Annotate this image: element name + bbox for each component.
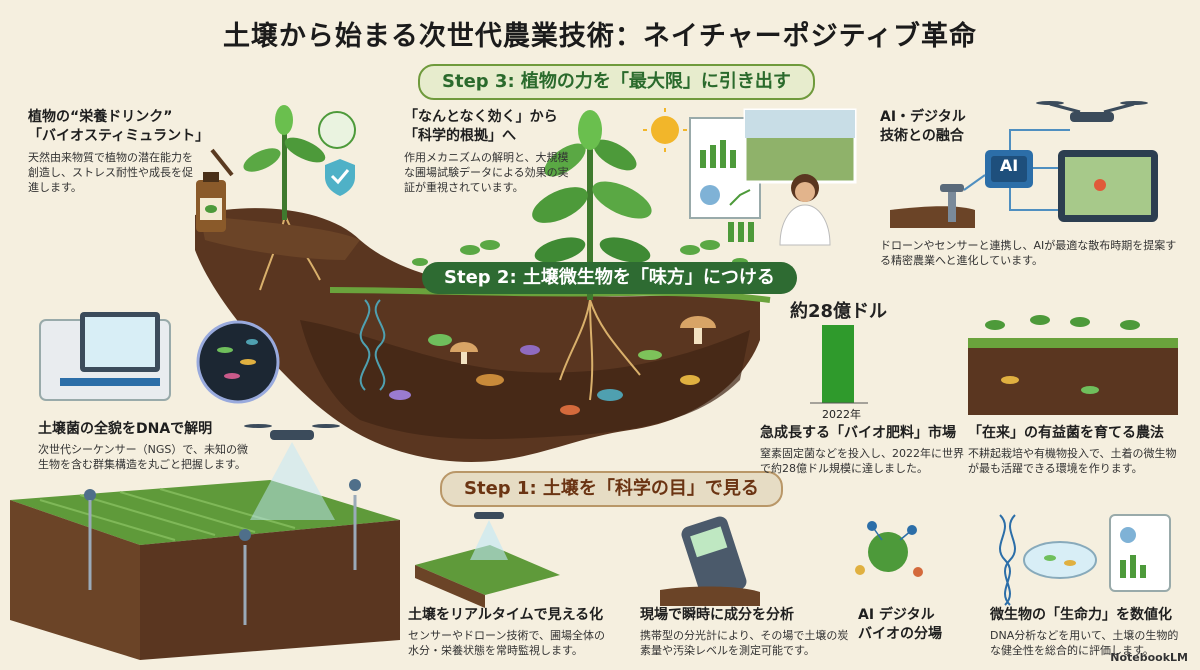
report-screen-icon (1109, 514, 1171, 592)
native-section: 「在来」の有益菌を育てる農法 不耕起栽培や有機物投入で、土着の微生物が最も活躍で… (968, 424, 1178, 476)
realtime-body: センサーやドローン技術で、圃場全体の水分・栄養状態を常時監視します。 (408, 629, 606, 657)
dna-body: 次世代シーケンサー（NGS）で、未知の微生物を含む群集構造を丸ごと把握します。 (38, 443, 248, 471)
market-bar (822, 325, 854, 403)
biostimulant-body: 天然由来物質で植物の潜在能力を創造し、ストレス耐性や成長を促進します。 (28, 151, 193, 194)
dna-strand-icon (359, 299, 386, 391)
test-tubes-icon (728, 222, 754, 242)
biostimulant-plant-icon (200, 105, 360, 260)
science-section: 「なんとなく効く」から 「科学的根拠」へ 作用メカニズムの解明と、大規模な圃場試… (404, 108, 574, 195)
science-heading-1: 「なんとなく効く」から (404, 109, 558, 125)
ai-digital-body: ドローンやセンサーと連携し、AIが最適な散布時期を提案する精密農業へと進化してい… (880, 239, 1177, 267)
vitality-body: DNA分析などを用いて、土壌の生物的な健全性を総合的に評価します。 (990, 629, 1179, 657)
notebooklm-logo: NotebookLM (1110, 651, 1188, 664)
analyzer-body: 携帯型の分光計により、その場で土壌の炭素量や汚染レベルを測定可能です。 (640, 629, 849, 657)
analyzer-heading: 現場で瞬時に成分を分析 (640, 607, 794, 623)
dna-helix-icon (999, 514, 1016, 606)
ai-digital-section: AI・デジタル 技術との融合 (880, 108, 990, 146)
field-photo-icon (743, 108, 857, 184)
handheld-analyzer-icon (660, 516, 760, 606)
sun-icon (643, 108, 687, 152)
survey-drone-icon (244, 424, 340, 520)
biostimulant-heading-2: 「バイオスティミュラント」 (28, 128, 210, 144)
market-year-label: 2022年 (822, 408, 861, 421)
step3-banner: Step 3: 植物の力を「最大限」に引き出す (418, 64, 815, 100)
ai-digital-heading-1: AI・デジタル (880, 109, 966, 125)
realtime-heading: 土壌をリアルタイムで見える化 (408, 607, 604, 623)
biostimulant-heading-1: 植物の“栄養ドリンク” (28, 109, 173, 125)
sensor-probe-icon (890, 184, 975, 228)
native-body: 不耕起栽培や有機物投入で、土着の微生物が最も活躍できる環境を作ります。 (968, 447, 1177, 475)
market-heading: 急成長する「バイオ肥料」市場 (760, 425, 956, 441)
science-heading-2: 「科学的根拠」へ (404, 128, 516, 144)
native-heading: 「在来」の有益菌を育てる農法 (968, 425, 1164, 441)
drone-top-icon (1036, 101, 1148, 122)
sprout-badge-icon (318, 111, 356, 149)
ai-chip-label: AI (999, 156, 1019, 175)
native-soil-icon (968, 315, 1178, 415)
dropper-icon (210, 148, 234, 177)
ai-chip-icon (985, 150, 1033, 188)
tablet-icon (1058, 150, 1158, 222)
vitality-section: 微生物の「生命力」を数値化 DNA分析などを用いて、土壌の生物的な健全性を総合的… (990, 606, 1180, 658)
market-section: 急成長する「バイオ肥料」市場 窒素固定菌などを投入し、2022年に世界で約28億… (760, 424, 965, 476)
microbe-lens-icon (196, 320, 280, 404)
dna-section: 土壌菌の全貌をDNAで解明 次世代シーケンサー（NGS）で、未知の微生物を含む群… (38, 420, 268, 472)
step1-banner: Step 1: 土壌を「科学の目」で見る (440, 471, 783, 507)
vitality-heading: 微生物の「生命力」を数値化 (990, 607, 1172, 623)
scientist-icon (779, 174, 831, 246)
science-body: 作用メカニズムの解明と、大規模な圃場試験データによる効果の実証が重視されています… (404, 151, 569, 194)
soil-dark-layer (300, 320, 750, 440)
biostimulant-section: 植物の“栄養ドリンク” 「バイオスティミュラント」 天然由来物質で植物の潜在能力… (28, 108, 248, 195)
dna-sequencer-icon (39, 312, 171, 401)
network-lines (963, 129, 1070, 211)
ai-digital-heading-2: 技術との融合 (880, 128, 964, 144)
realtime-section: 土壌をリアルタイムで見える化 センサーやドローン技術で、圃場全体の水分・栄養状態… (408, 606, 608, 658)
ai-bio-heading-2: バイオの分場 (858, 626, 942, 642)
ai-microbes-icon (855, 521, 923, 577)
market-body: 窒素固定菌などを投入し、2022年に世界で約28億ドル規模に達しました。 (760, 447, 964, 475)
shield-check-icon (325, 159, 355, 196)
mushroom-icon (450, 316, 716, 364)
petri-dish-icon (1023, 541, 1097, 579)
market-bar-label: 約28億ドル (790, 301, 888, 322)
page-title: 土壌から始まる次世代農業技術：ネイチャーポジティブ革命 (222, 21, 978, 52)
large-plant-icon (532, 110, 652, 300)
dna-heading: 土壌菌の全貌をDNAで解明 (38, 421, 213, 437)
step2-banner: Step 2: 土壌微生物を「味方」につける (422, 262, 797, 294)
analyzer-section: 現場で瞬時に成分を分析 携帯型の分光計により、その場で土壌の炭素量や汚染レベルを… (640, 606, 850, 658)
ai-bio-section: AI デジタル バイオの分場 (858, 606, 958, 644)
sensor-field-icon (10, 479, 400, 660)
mini-field-drone-icon (415, 512, 560, 608)
bottle-icon (196, 172, 226, 232)
ai-bio-heading-1: AI デジタル (858, 607, 935, 623)
soil-microbes-icon (389, 334, 700, 415)
